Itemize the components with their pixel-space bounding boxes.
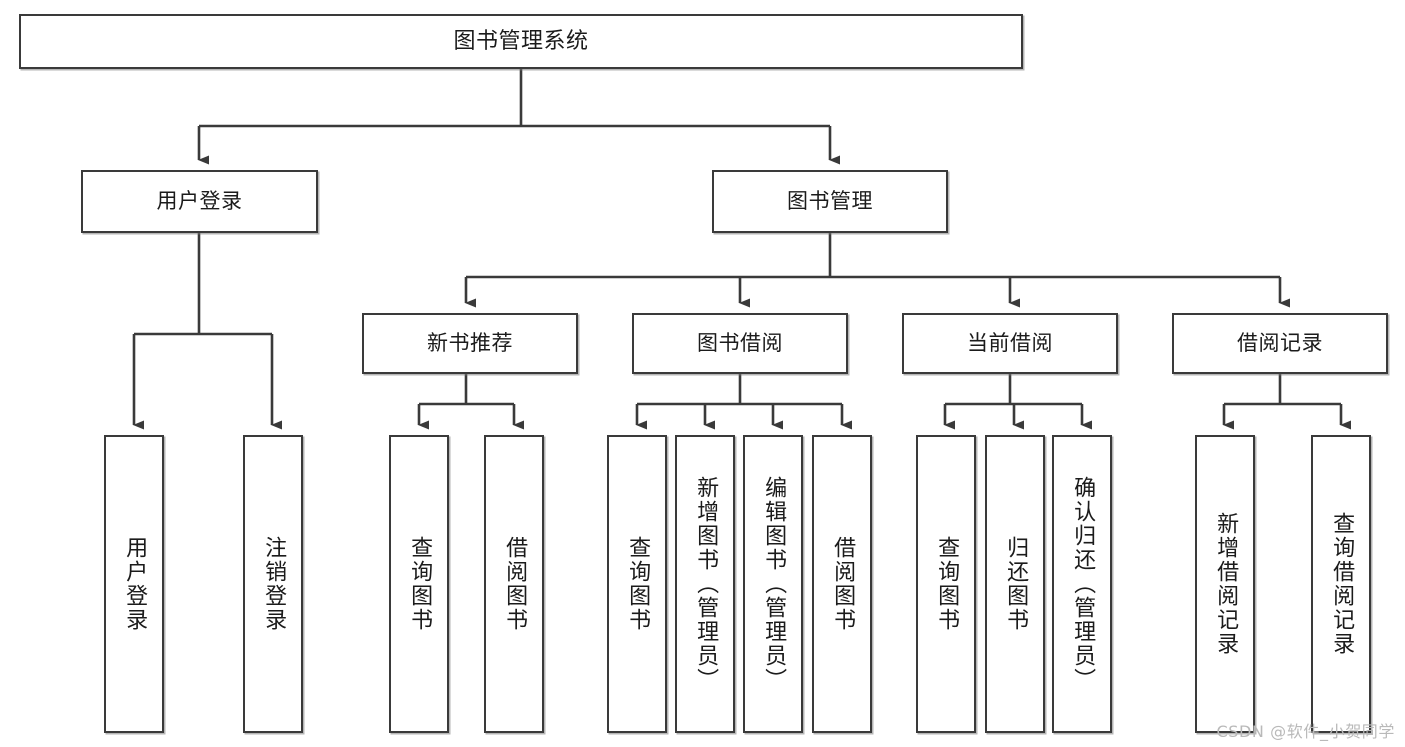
node-label: 注销登录 <box>261 536 287 632</box>
node-label: 用户登录 <box>122 536 148 632</box>
node-label: 编辑图书（管理员） <box>761 476 787 692</box>
node-user-login[interactable]: 用户登录 <box>81 170 318 233</box>
node-leaf-add-book-admin[interactable]: 新增图书（管理员） <box>675 435 735 733</box>
node-label: 新增图书（管理员） <box>693 476 719 692</box>
node-label: 查询借阅记录 <box>1329 512 1355 656</box>
node-leaf-query-books-borrow[interactable]: 查询图书 <box>607 435 667 733</box>
node-label: 查询图书 <box>625 536 651 632</box>
node-leaf-return-books[interactable]: 归还图书 <box>985 435 1045 733</box>
node-leaf-user-login[interactable]: 用户登录 <box>104 435 164 733</box>
node-book-management[interactable]: 图书管理 <box>712 170 948 233</box>
node-label: 新增借阅记录 <box>1213 512 1239 656</box>
node-label: 借阅记录 <box>1237 331 1323 356</box>
node-leaf-confirm-return-admin[interactable]: 确认归还（管理员） <box>1052 435 1112 733</box>
node-leaf-add-borrow-record[interactable]: 新增借阅记录 <box>1195 435 1255 733</box>
node-label: 查询图书 <box>407 536 433 632</box>
node-label: 图书管理系统 <box>453 28 589 54</box>
watermark: CSDN @软件_小贺同学 <box>1216 722 1395 741</box>
node-leaf-borrow-books-new[interactable]: 借阅图书 <box>484 435 544 733</box>
node-label: 当前借阅 <box>967 331 1053 356</box>
node-leaf-query-books-current[interactable]: 查询图书 <box>916 435 976 733</box>
node-leaf-edit-book-admin[interactable]: 编辑图书（管理员） <box>743 435 803 733</box>
node-new-book-recommendation[interactable]: 新书推荐 <box>362 313 578 374</box>
node-borrowing-records[interactable]: 借阅记录 <box>1172 313 1388 374</box>
node-leaf-query-books-new[interactable]: 查询图书 <box>389 435 449 733</box>
node-label: 查询图书 <box>934 536 960 632</box>
node-leaf-logout[interactable]: 注销登录 <box>243 435 303 733</box>
node-label: 借阅图书 <box>830 536 856 632</box>
node-leaf-query-borrow-record[interactable]: 查询借阅记录 <box>1311 435 1371 733</box>
node-label: 用户登录 <box>156 189 243 214</box>
node-leaf-borrow-books[interactable]: 借阅图书 <box>812 435 872 733</box>
node-current-borrowing[interactable]: 当前借阅 <box>902 313 1118 374</box>
node-label: 归还图书 <box>1003 536 1029 632</box>
node-book-borrowing[interactable]: 图书借阅 <box>632 313 848 374</box>
node-label: 图书管理 <box>787 189 873 214</box>
node-label: 确认归还（管理员） <box>1070 476 1096 692</box>
node-label: 新书推荐 <box>427 331 513 356</box>
node-root-book-management-system[interactable]: 图书管理系统 <box>19 14 1023 69</box>
node-label: 借阅图书 <box>502 536 528 632</box>
node-label: 图书借阅 <box>697 331 783 356</box>
